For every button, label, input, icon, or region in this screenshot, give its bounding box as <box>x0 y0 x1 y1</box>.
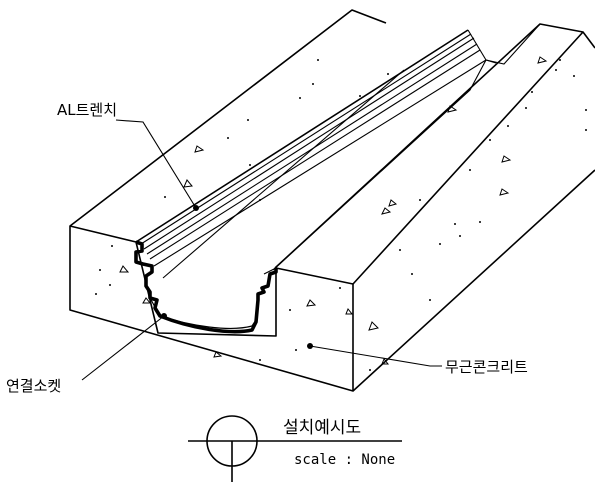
trench-profile <box>134 240 278 334</box>
concrete-block <box>69 9 595 392</box>
leader-lines <box>81 119 442 381</box>
scale-note: scale : None <box>294 452 395 468</box>
title-block: 설치예시도 scale : None <box>188 415 402 482</box>
al-trench-channel <box>135 29 487 275</box>
label-al-trench: AL트렌치 <box>57 101 117 119</box>
label-unreinforced-concrete: 무근콘크리트 <box>445 358 528 376</box>
concrete-aggregate-marks <box>95 56 587 371</box>
label-connection-socket: 연결소켓 <box>6 377 61 395</box>
drawing-title: 설치예시도 <box>283 418 361 438</box>
